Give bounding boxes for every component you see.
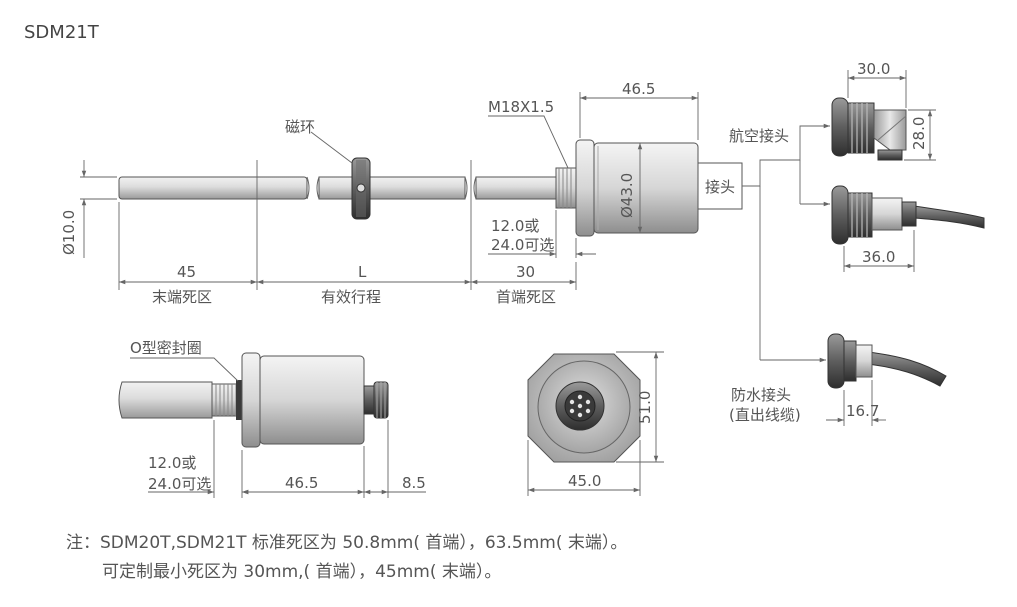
svg-text:45.0: 45.0 [568,472,601,490]
svg-text:首端死区: 首端死区 [496,288,556,306]
svg-text:51.0: 51.0 [636,391,654,424]
o-ring-label: O型密封圈 [130,339,202,357]
straight-connector-length-dimension: 36.0 [843,230,915,272]
connector-label: 接头 [705,178,735,196]
svg-text:Ø43.0: Ø43.0 [618,173,636,218]
rod-middle-segment [318,176,466,200]
rod-diameter-dimension: Ø10.0 [60,160,117,258]
svg-text:45: 45 [177,263,196,281]
magnet-ring-label: 磁环 [285,118,315,136]
thread-label: M18X1.5 [488,98,554,116]
o-ring [236,380,242,420]
side-body-length-dimension: 46.5 [242,446,365,498]
connector-pins [569,394,591,418]
note-line-1: 注：SDM20T,SDM21T 标准死区为 50.8mm( 首端），63.5mm… [66,533,628,553]
svg-text:有效行程: 有效行程 [321,288,381,306]
rod-head-segment [475,176,557,200]
waterproof-connector [827,333,947,389]
connector-box [697,162,743,210]
rod-break-mark [306,176,320,200]
right-angle-height-dimension: 28.0 [904,109,936,161]
thread-length-dimension: 12.0或 24.0可选 [488,210,596,258]
hex-nut [575,139,595,237]
right-angle-connector [831,97,907,161]
svg-text:24.0可选: 24.0可选 [148,475,211,493]
svg-text:46.5: 46.5 [622,80,655,98]
side-rod [118,381,213,419]
svg-text:Ø10.0: Ø10.0 [60,210,78,255]
svg-text:末端死区: 末端死区 [152,288,212,306]
side-housing [259,355,365,445]
sensor-housing [593,142,699,234]
hex-height-dimension: 51.0 [616,351,664,463]
svg-text:30.0: 30.0 [857,60,890,78]
svg-text:24.0可选: 24.0可选 [491,236,554,254]
svg-text:30: 30 [516,263,535,281]
svg-text:36.0: 36.0 [862,248,895,266]
side-view: O型密封圈 12.0或 24.0可选 46.5 8.5 [118,339,426,498]
side-connector [363,381,389,419]
svg-text:12.0或: 12.0或 [148,454,196,472]
svg-text:L: L [358,263,367,281]
side-hex-nut [241,352,261,448]
end-view: 45.0 51.0 [527,351,664,496]
note-line-2: 可定制最小死区为 30mm,( 首端），45mm( 末端）。 [102,562,502,582]
svg-text:12.0或: 12.0或 [491,217,539,235]
rod-break-mark [464,176,477,200]
svg-text:28.0: 28.0 [910,117,928,150]
svg-text:46.5: 46.5 [285,474,318,492]
svg-text:16.7: 16.7 [846,402,879,420]
model-title: SDM21T [24,22,100,43]
side-thread [211,383,241,417]
waterproof-length-dimension: 16.7 [826,380,886,426]
waterproof-label-line1: 防水接头 [731,386,791,404]
connector-branch-lines [742,123,830,363]
main-view: 磁环 接头 M18X1.5 Ø10.0 Ø43.0 [60,60,985,426]
straight-connector [831,185,985,245]
hex-width-dimension: 45.0 [527,440,641,496]
rod-tail-segment [118,176,308,200]
svg-text:8.5: 8.5 [402,474,426,492]
stroke-dimension-chain: 45 末端死区 L 有效行程 30 首端死区 [118,160,577,306]
side-connector-length-dimension: 8.5 [364,420,426,498]
right-angle-width-dimension: 30.0 [847,60,907,108]
housing-diameter-dimension: Ø43.0 [618,143,643,233]
aviation-connector-label: 航空接头 [729,127,789,145]
threaded-stem [555,167,577,209]
magnet-ring [351,157,371,220]
waterproof-label-line2: (直出线缆) [729,406,801,424]
housing-length-dimension: 46.5 [579,80,699,140]
